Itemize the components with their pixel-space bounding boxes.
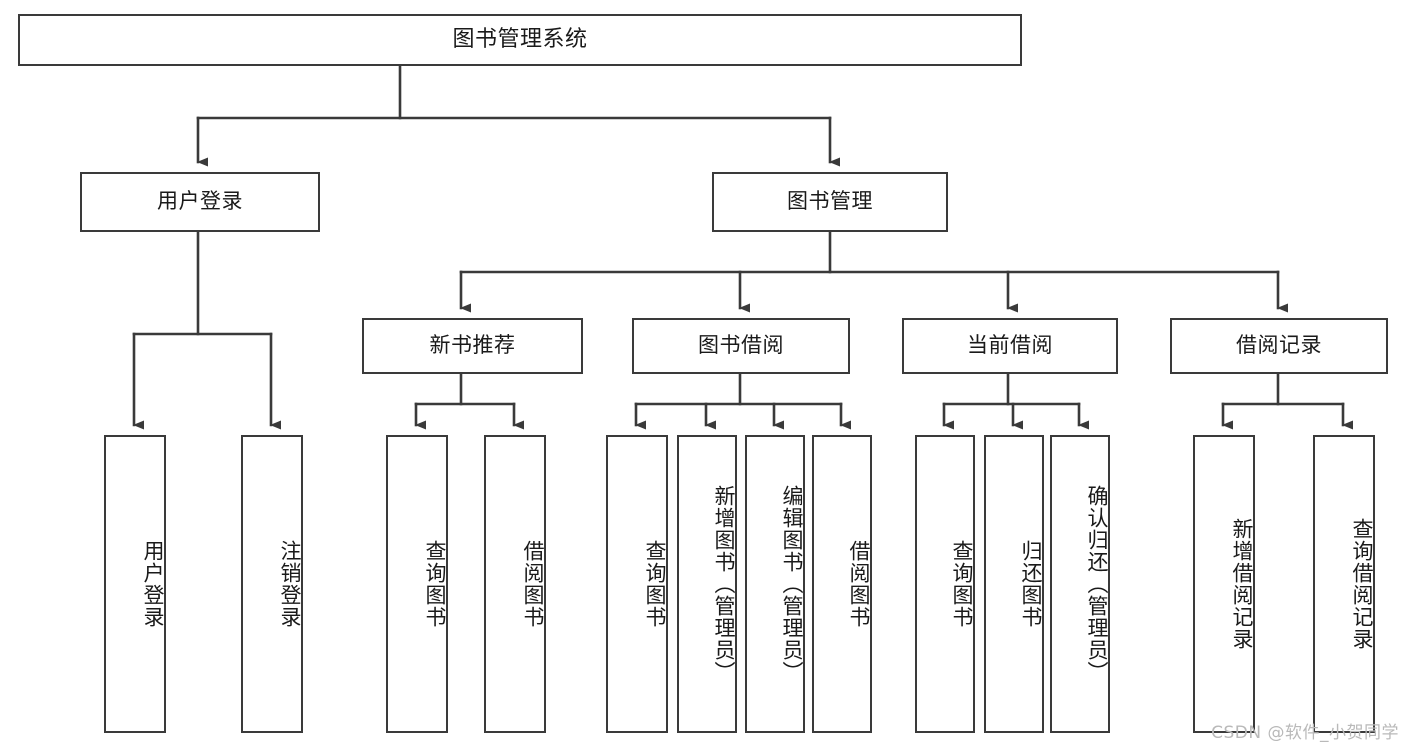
node-label: 新书推荐 (429, 333, 516, 358)
node-book-manage[interactable]: 图书管理 (712, 172, 948, 232)
node-user-login[interactable]: 用户登录 (80, 172, 320, 232)
node-label: 归还图书 (1019, 540, 1043, 628)
node-label: 图书借阅 (698, 333, 784, 358)
node-new-book-recommend[interactable]: 新书推荐 (362, 318, 583, 374)
node-label: 借阅图书 (521, 540, 545, 628)
node-root-system[interactable]: 图书管理系统 (18, 14, 1022, 66)
leaf-query-book-c[interactable]: 查询图书 (915, 435, 975, 733)
leaf-return-book[interactable]: 归还图书 (984, 435, 1044, 733)
node-label: 查询图书 (950, 540, 974, 628)
node-label: 新增借阅记录 (1230, 518, 1254, 650)
node-borrow-record[interactable]: 借阅记录 (1170, 318, 1388, 374)
leaf-add-record[interactable]: 新增借阅记录 (1193, 435, 1255, 733)
leaf-add-book[interactable]: 新增图书（管理员） (677, 435, 737, 733)
node-label: 新增图书（管理员） (712, 485, 736, 683)
node-label: 当前借阅 (967, 333, 1053, 358)
leaf-logout[interactable]: 注销登录 (241, 435, 303, 733)
node-label: 注销登录 (278, 540, 302, 628)
node-label: 确认归还（管理员） (1085, 485, 1109, 683)
node-label: 用户登录 (141, 540, 165, 628)
leaf-user-login[interactable]: 用户登录 (104, 435, 166, 733)
node-label: 编辑图书（管理员） (780, 485, 804, 683)
node-book-borrow[interactable]: 图书借阅 (632, 318, 850, 374)
node-current-borrow[interactable]: 当前借阅 (902, 318, 1118, 374)
leaf-borrow-book-a[interactable]: 借阅图书 (484, 435, 546, 733)
node-label: 借阅记录 (1236, 333, 1322, 358)
node-label: 查询图书 (423, 540, 447, 628)
leaf-query-record[interactable]: 查询借阅记录 (1313, 435, 1375, 733)
leaf-borrow-book-b[interactable]: 借阅图书 (812, 435, 872, 733)
node-label: 图书管理 (787, 189, 873, 214)
leaf-query-book-b[interactable]: 查询图书 (606, 435, 668, 733)
node-label: 借阅图书 (847, 540, 871, 628)
leaf-confirm-return[interactable]: 确认归还（管理员） (1050, 435, 1110, 733)
leaf-query-book-a[interactable]: 查询图书 (386, 435, 448, 733)
node-label: 图书管理系统 (452, 26, 588, 52)
csdn-watermark: CSDN @软件_小贺同学 (1211, 723, 1399, 743)
node-label: 查询借阅记录 (1350, 518, 1374, 650)
node-label: 查询图书 (643, 540, 667, 628)
node-label: 用户登录 (157, 189, 243, 214)
leaf-edit-book[interactable]: 编辑图书（管理员） (745, 435, 805, 733)
